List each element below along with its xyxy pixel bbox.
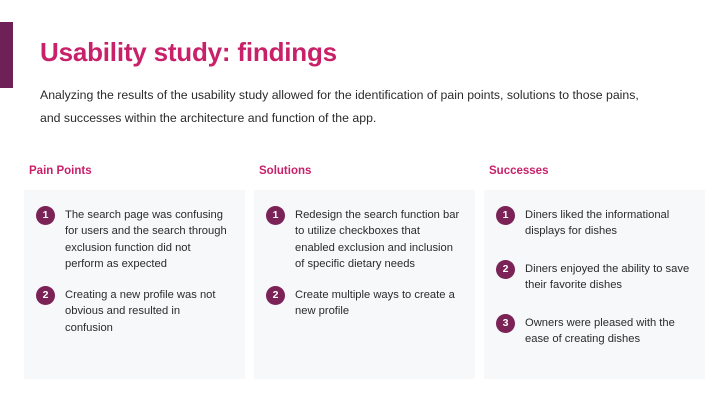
item-text: Create multiple ways to create a new pro… (295, 288, 455, 318)
list-item: 1 The search page was confusing for user… (36, 205, 231, 273)
item-number-badge: 2 (36, 285, 55, 305)
list-item: 2 Creating a new profile was not obvious… (36, 285, 231, 337)
card-pain-points: 1 The search page was confusing for user… (24, 189, 245, 379)
item-number-badge: 3 (496, 313, 515, 333)
column-solutions: Solutions 1 Redesign the search function… (254, 165, 475, 379)
item-text: Creating a new profile was not obvious a… (65, 288, 216, 334)
left-accent-bar (0, 22, 13, 88)
page-title: Usability study: findings (40, 37, 337, 67)
page-subtitle: Analyzing the results of the usability s… (40, 88, 639, 125)
list-item: 3 Owners were pleased with the ease of c… (496, 313, 691, 348)
card-successes: 1 Diners liked the informational display… (484, 189, 705, 379)
item-number-badge: 1 (496, 205, 515, 225)
list-item: 1 Redesign the search function bar to ut… (266, 205, 461, 273)
list-item: 2 Create multiple ways to create a new p… (266, 285, 461, 320)
item-number-badge: 1 (36, 205, 55, 225)
card-solutions: 1 Redesign the search function bar to ut… (254, 189, 475, 379)
item-number-badge: 2 (496, 259, 515, 279)
findings-columns: Pain Points 1 The search page was confus… (24, 165, 705, 379)
item-number-badge: 1 (266, 205, 285, 225)
item-text: Owners were pleased with the ease of cre… (525, 316, 675, 346)
column-header-successes: Successes (489, 165, 549, 177)
item-text: The search page was confusing for users … (65, 208, 227, 271)
item-text: Diners liked the informational displays … (525, 208, 670, 238)
column-header-solutions: Solutions (259, 165, 312, 177)
item-number-badge: 2 (266, 285, 285, 305)
list-item: 1 Diners liked the informational display… (496, 205, 691, 240)
item-text: Diners enjoyed the ability to save their… (525, 262, 690, 292)
column-header-pain-points: Pain Points (29, 165, 92, 177)
item-text: Redesign the search function bar to util… (295, 208, 460, 271)
list-item: 2 Diners enjoyed the ability to save the… (496, 259, 691, 294)
column-pain-points: Pain Points 1 The search page was confus… (24, 165, 245, 379)
column-successes: Successes 1 Diners liked the information… (484, 165, 705, 379)
